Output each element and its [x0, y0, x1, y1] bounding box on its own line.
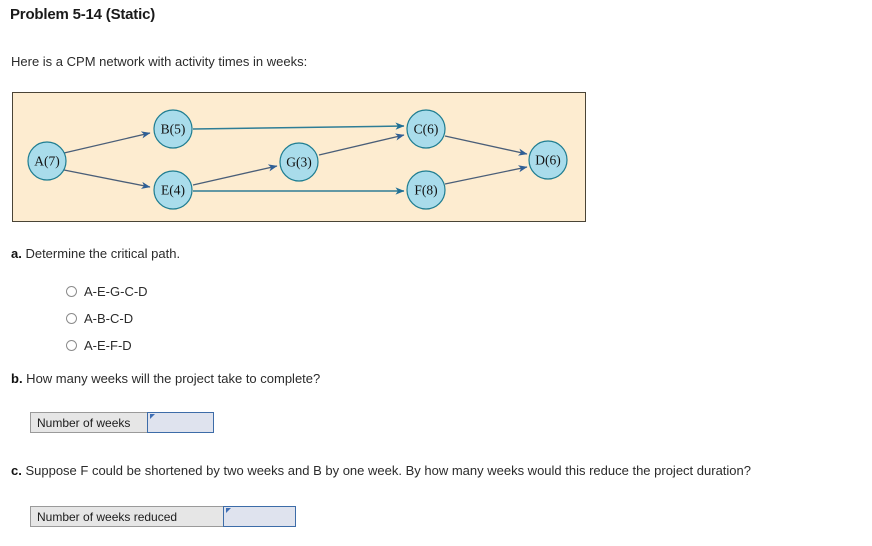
node-b: B(5) — [153, 109, 193, 149]
node-c: C(6) — [406, 109, 446, 149]
edge-a-e — [63, 169, 151, 189]
node-a: A(7) — [27, 141, 67, 181]
radio-icon[interactable] — [66, 313, 77, 324]
question-b: b. How many weeks will the project take … — [11, 371, 320, 386]
node-f-label: F(8) — [414, 183, 437, 198]
option-label: A-B-C-D — [84, 311, 134, 326]
answer-group-weeks: Number of weeks — [30, 412, 214, 433]
node-d: D(6) — [528, 140, 568, 180]
node-a-label: A(7) — [34, 154, 60, 169]
cpm-network-diagram: A(7) B(5) E(4) G(3) C(6) F(8) D(6) — [12, 92, 586, 222]
edge-b-c — [192, 122, 405, 130]
question-c-text: Suppose F could be shortened by two week… — [21, 463, 751, 478]
weeks-input[interactable] — [147, 412, 214, 433]
option-a-b-c-d[interactable]: A-B-C-D — [66, 308, 148, 329]
edge-e-g — [192, 164, 278, 186]
question-a-letter: a. — [11, 246, 22, 261]
edge-g-c — [318, 133, 405, 156]
option-a-e-f-d[interactable]: A-E-F-D — [66, 335, 148, 356]
option-a-e-g-c-d[interactable]: A-E-G-C-D — [66, 281, 148, 302]
question-c: c. Suppose F could be shortened by two w… — [11, 463, 751, 478]
node-g-label: G(3) — [286, 155, 312, 170]
cpm-network-svg: A(7) B(5) E(4) G(3) C(6) F(8) D(6) — [27, 109, 568, 210]
node-g: G(3) — [279, 142, 319, 182]
node-b-label: B(5) — [161, 122, 186, 137]
option-label: A-E-F-D — [84, 338, 132, 353]
caret-icon — [226, 508, 231, 513]
answer-label-weeks-reduced: Number of weeks reduced — [30, 506, 224, 527]
intro-text: Here is a CPM network with activity time… — [11, 54, 308, 69]
question-b-letter: b. — [11, 371, 23, 386]
page-title: Problem 5-14 (Static) — [10, 6, 156, 23]
edge-a-b — [63, 131, 151, 154]
critical-path-options: A-E-G-C-D A-B-C-D A-E-F-D — [66, 281, 148, 362]
radio-icon[interactable] — [66, 340, 77, 351]
radio-icon[interactable] — [66, 286, 77, 297]
node-e: E(4) — [153, 170, 193, 210]
question-a: a. Determine the critical path. — [11, 246, 180, 261]
question-c-letter: c. — [11, 463, 22, 478]
question-a-text: Determine the critical path. — [21, 246, 181, 261]
weeks-reduced-input[interactable] — [223, 506, 296, 527]
answer-label-weeks: Number of weeks — [30, 412, 148, 433]
edge-c-d — [444, 135, 528, 156]
answer-group-weeks-reduced: Number of weeks reduced — [30, 506, 296, 527]
caret-icon — [150, 414, 155, 419]
node-d-label: D(6) — [535, 153, 561, 168]
node-c-label: C(6) — [414, 122, 439, 137]
question-b-text: How many weeks will the project take to … — [22, 371, 321, 386]
edge-f-d — [444, 165, 528, 185]
node-f: F(8) — [406, 170, 446, 210]
option-label: A-E-G-C-D — [84, 284, 148, 299]
node-e-label: E(4) — [161, 183, 185, 198]
